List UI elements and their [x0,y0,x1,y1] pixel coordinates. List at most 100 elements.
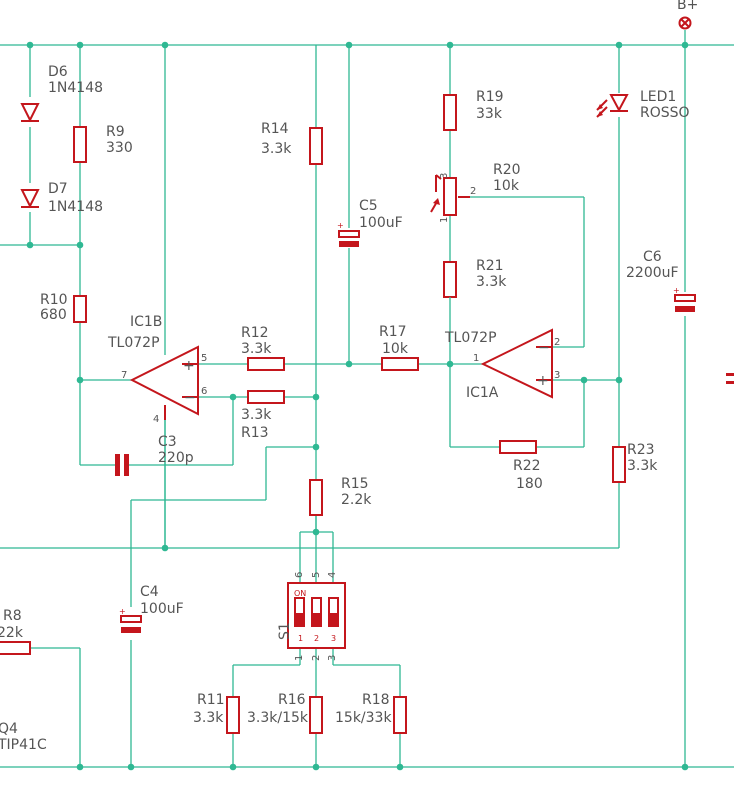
resistor-r8 [0,641,31,655]
component-labels: D6 1N4148 D7 1N4148 R9 330 R10 680 R14 3… [0,64,690,753]
pin-6: 6 [201,386,207,397]
pin-a1: 1 [473,353,479,364]
svg-text:+: + [673,286,680,295]
capacitor-c5: + [337,221,360,247]
value-c3: 220p [158,450,194,466]
label-c3: C3 [158,434,177,450]
value-d7: 1N4148 [48,199,103,215]
value-r8: 22k [0,625,24,641]
resistor-r16 [309,696,323,734]
value-r19: 33k [476,106,503,122]
label-r22: R22 [513,458,541,474]
svg-text:+: + [337,221,344,230]
label-r11: R11 [197,692,225,708]
resistor-r15 [309,479,323,516]
supply-terminal: B+ [677,0,698,30]
resistor-r17 [381,357,419,371]
svg-text:+: + [119,607,126,616]
offscreen-component [726,373,734,384]
resistor-r14 [309,127,323,165]
value-c4: 100uF [140,601,184,617]
label-r21: R21 [476,258,504,274]
label-r20: R20 [493,162,521,178]
label-s1: S1 [277,622,293,640]
sw-pin-3: 3 [327,655,338,661]
ic1a-minus: − [538,340,550,356]
value-c5: 100uF [359,215,403,231]
sw-pin-5: 5 [311,572,322,578]
value-r16: 3.3k/15k [247,710,309,726]
capacitor-c3 [115,454,129,476]
capacitor-c6: + [673,286,696,312]
junction-dots [26,41,689,771]
pin-7: 7 [121,370,127,381]
value-r17: 10k [382,341,409,357]
value-ic1a: TL072P [444,330,497,346]
label-led1: LED1 [640,89,676,105]
label-d7: D7 [48,181,68,197]
sw-pin-2: 2 [311,655,322,661]
sw-pin-6: 6 [294,572,305,578]
pot-pin-1: 1 [439,217,450,223]
pot-pin-3: 3 [439,173,450,179]
s1-key-3: 3 [331,634,336,643]
value-r23: 3.3k [627,458,658,474]
value-r12: 3.3k [241,341,272,357]
ic1b-minus: − [184,390,196,406]
pin-5: 5 [201,353,207,364]
value-r9: 330 [106,140,133,156]
value-r14: 3.3k [261,141,292,157]
capacitor-c4: + [119,607,142,633]
value-r13: 3.3k [241,407,272,423]
pin-4: 4 [153,414,159,425]
potentiometer-r20 [430,174,470,216]
wires [0,30,734,768]
label-r9: R9 [106,124,125,140]
label-r17: R17 [379,324,407,340]
led-led1 [596,94,629,118]
value-led1: ROSSO [640,105,690,121]
value-c6: 2200uF [626,265,679,281]
label-q4: Q4 [0,721,18,737]
dip-switch-s1: ON 1 2 3 [287,582,346,649]
pot-pin-2: 2 [470,186,476,197]
label-r18: R18 [362,692,390,708]
resistor-r12 [247,357,285,371]
resistor-r21 [443,261,457,298]
supply-label: B+ [677,0,698,13]
value-d6: 1N4148 [48,80,103,96]
value-r22: 180 [516,476,543,492]
label-r12: R12 [241,325,269,341]
resistor-r23 [612,446,626,483]
label-c6: C6 [643,249,662,265]
value-r10: 680 [40,307,67,323]
value-r21: 3.3k [476,274,507,290]
value-r18: 15k/33k [335,710,392,726]
label-r8: R8 [3,608,22,624]
s1-key-2: 2 [314,634,319,643]
label-r10: R10 [40,292,68,308]
sw-pin-1: 1 [294,655,305,661]
resistor-r19 [443,94,457,131]
value-r15: 2.2k [341,492,372,508]
label-d6: D6 [48,64,68,80]
pin-a3: 3 [554,370,560,381]
opamp-ic1a: − + [480,328,553,399]
s1-key-1: 1 [298,634,303,643]
ic1b-plus: + [183,358,195,374]
ic1a-plus: + [537,373,549,389]
label-r16: R16 [278,692,306,708]
label-c5: C5 [359,198,378,214]
diode-d7 [20,189,40,209]
label-r23: R23 [627,442,655,458]
label-r14: R14 [261,121,289,137]
label-r19: R19 [476,89,504,105]
label-c4: C4 [140,584,159,600]
label-r15: R15 [341,476,369,492]
resistor-r10 [73,295,87,323]
value-r20: 10k [493,178,520,194]
resistor-r9 [73,126,87,163]
resistor-r11 [226,696,240,734]
resistor-r13 [247,390,285,404]
